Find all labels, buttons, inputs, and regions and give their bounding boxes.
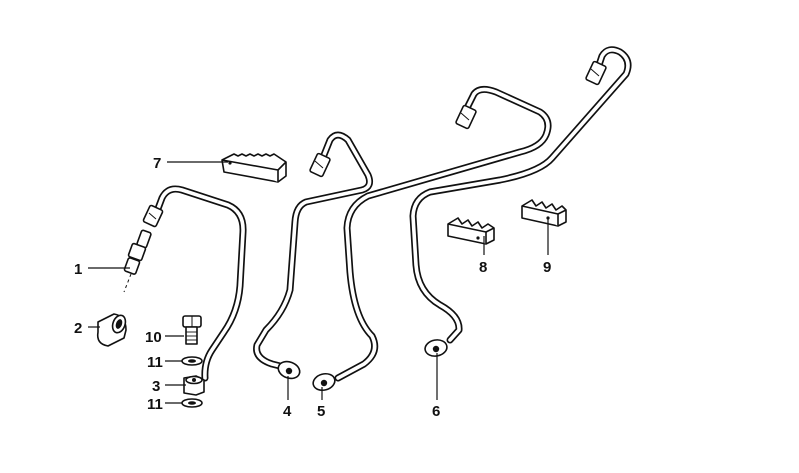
pipe-end-nut [455,104,477,130]
injection-pipe-4[interactable] [253,131,373,372]
part-1-pressure-valve[interactable] [123,229,152,293]
part-9-pipe-clamp[interactable] [521,199,567,227]
callout-9: 9 [543,259,551,276]
callout-11-lower: 11 [147,396,163,413]
callout-8: 8 [479,259,487,276]
callout-11-upper: 11 [147,354,163,371]
leader-lines [88,161,549,404]
part-11-seal-ring-upper[interactable] [181,356,203,366]
injection-pipe-6[interactable] [409,46,632,344]
callout-10: 10 [145,329,162,346]
banjo-fitting-4 [277,360,301,380]
banjo-fitting-6 [424,339,448,357]
part-3-banjo-fitting[interactable] [183,375,205,396]
banjo-fitting-5 [312,372,336,392]
pipe-end-nut [309,152,331,178]
callout-2: 2 [74,320,82,337]
pipe-end-nut [585,60,607,86]
pipe-end-nut [142,204,164,228]
callout-4: 4 [283,403,292,420]
part-10-hollow-bolt[interactable] [182,315,202,345]
callout-6: 6 [432,403,440,420]
injection-pipe-5[interactable] [334,85,552,382]
callout-5: 5 [317,403,325,420]
part-8-pipe-clamp[interactable] [447,217,495,245]
callout-3: 3 [152,378,160,395]
injection-pipe-1[interactable] [152,185,247,382]
callout-7: 7 [153,155,161,172]
part-2-union-nut[interactable] [96,313,128,347]
part-11-seal-ring-lower[interactable] [181,398,203,408]
callout-1: 1 [74,261,82,278]
part-7-pipe-clamp[interactable] [221,153,287,183]
